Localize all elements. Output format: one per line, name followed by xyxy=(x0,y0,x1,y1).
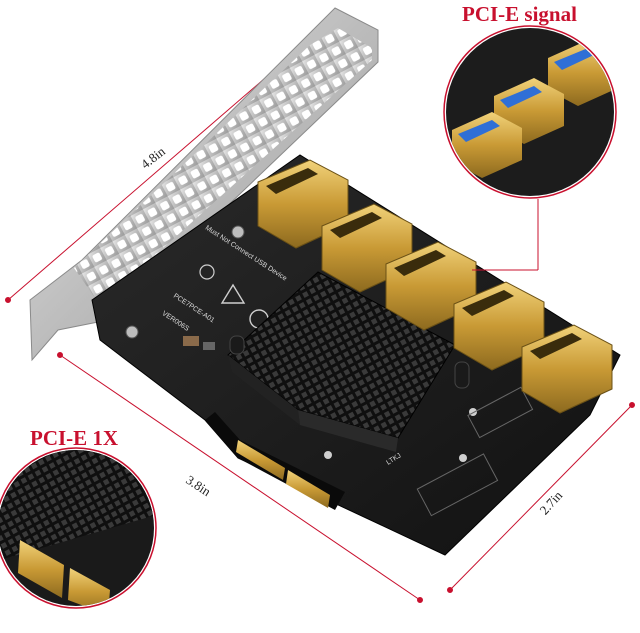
pcie-connector-inset xyxy=(0,447,157,609)
pcie-1x-title: PCI-E 1X xyxy=(30,426,119,450)
pcie-gold-fingers xyxy=(236,440,330,508)
rohs-mark-icon xyxy=(199,264,215,280)
usb-port xyxy=(521,324,613,414)
heatsink xyxy=(227,271,470,452)
inset-usb-port xyxy=(452,112,522,178)
pcie-signal-inset xyxy=(443,25,617,271)
warning-triangle-icon xyxy=(220,283,246,304)
mounting-bracket xyxy=(29,7,379,362)
pcie-signal-title: PCI-E signal xyxy=(462,2,577,26)
usb-port-row xyxy=(257,159,613,414)
